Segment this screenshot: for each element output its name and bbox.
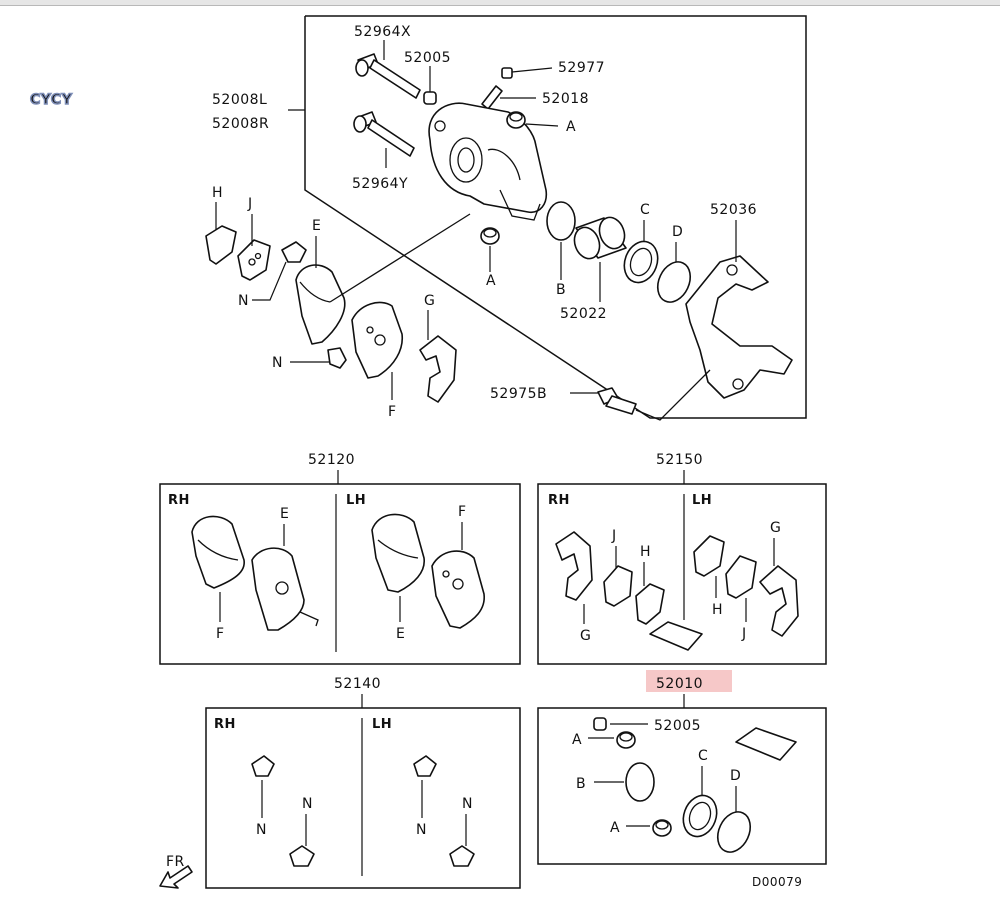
callout-n-lower: N	[272, 355, 283, 371]
fr-label: FR	[166, 854, 185, 870]
callout-52022: 52022	[560, 306, 607, 322]
callout-52008r: 52008R	[212, 116, 269, 132]
kit-52120-rh-label: RH	[168, 493, 190, 508]
grease-packet-shim-kit	[649, 621, 703, 651]
callout-d: D	[672, 224, 683, 240]
callout-52964x: 52964X	[354, 24, 411, 40]
kit-52140-n-rh2: N	[302, 796, 313, 812]
brake-pad-e	[295, 264, 346, 345]
callout-f-upper: F	[388, 404, 397, 420]
support-bolt-part	[597, 387, 637, 415]
svg-text:CYCY: CYCY	[30, 92, 73, 108]
diagram-code: D00079	[752, 875, 802, 889]
shim-j-upper	[237, 239, 271, 281]
bleeder-cap-part	[501, 67, 513, 79]
kit-52120-lh-label: LH	[346, 493, 366, 508]
callouts-main: 52964X 52005 52977 52018 A 52008L 52008R…	[212, 24, 757, 420]
kit-52140-lh-label: LH	[372, 717, 392, 732]
kit-52140-n-lh1: N	[416, 822, 427, 838]
window-top-edge	[0, 0, 1000, 6]
kit-52010-seals: 52010 52005 A B C D A	[537, 670, 827, 865]
caliper-body	[428, 102, 548, 221]
guide-pin-bolt-y	[353, 111, 415, 157]
kit-52120-f-lh: F	[458, 504, 467, 520]
dust-boot-a-lower	[480, 227, 500, 245]
kit-52010-d: D	[730, 768, 741, 784]
kit-52150-shims: 52150 RH LH G J H H J G	[537, 452, 827, 665]
caliper-support-bracket	[685, 255, 793, 399]
kit-52150-h-rh: H	[640, 544, 651, 560]
kit-52010-a-lower: A	[610, 820, 620, 836]
front-direction-arrow: FR	[159, 854, 193, 889]
callout-g-upper: G	[424, 293, 435, 309]
callout-52018: 52018	[542, 91, 589, 107]
callout-52036: 52036	[710, 202, 757, 218]
piston-part	[573, 216, 627, 260]
callout-j-upper: J	[247, 196, 253, 212]
kit-52140-clips: 52140 RH LH N N N N	[205, 676, 521, 889]
kit-52120-pads: 52120 RH LH F E E F	[159, 452, 521, 665]
kit-52150-rh-label: RH	[548, 493, 570, 508]
kit-52150-g-lh: G	[770, 520, 781, 536]
shim-h-upper	[205, 225, 237, 265]
callout-n-upper: N	[238, 293, 249, 309]
callout-h-upper: H	[212, 185, 223, 201]
kit-52010-highlight	[646, 670, 732, 692]
kit-52150-h-lh: H	[712, 602, 723, 618]
caliper-assembly-frame	[304, 15, 807, 419]
callout-52975b: 52975B	[490, 386, 547, 402]
boot-part	[423, 91, 437, 105]
kit-52010-b: B	[576, 776, 586, 792]
piston-boot-c	[623, 240, 659, 284]
pad-clip-n-lower	[327, 347, 347, 369]
callout-52964y: 52964Y	[352, 176, 408, 192]
kit-52140-label: 52140	[334, 676, 381, 692]
cycy-watermark: CYCY	[29, 91, 73, 109]
kit-52150-j-lh: J	[741, 626, 747, 642]
kit-52150-lh-label: LH	[692, 493, 712, 508]
callout-b: B	[556, 282, 566, 298]
callout-c: C	[640, 202, 650, 218]
kit-52010-a-upper: A	[572, 732, 582, 748]
callout-52008l: 52008L	[212, 92, 267, 108]
callout-a-upper: A	[566, 119, 576, 135]
kit-52010-c: C	[698, 748, 708, 764]
brake-pad-f	[351, 301, 403, 379]
ring-d	[656, 261, 692, 303]
kit-52120-e-rh: E	[280, 506, 289, 522]
callout-52005: 52005	[404, 50, 451, 66]
bleeder-screw-part	[481, 85, 503, 110]
kit-52140-rh-label: RH	[214, 717, 236, 732]
callout-e-upper: E	[312, 218, 321, 234]
kit-52010-label: 52010	[656, 676, 703, 692]
kit-52150-label: 52150	[656, 452, 703, 468]
kit-52150-g-rh: G	[580, 628, 591, 644]
piston-seal-b	[546, 201, 576, 241]
guide-pin-bolt-x	[355, 53, 421, 99]
kit-52140-n-lh2: N	[462, 796, 473, 812]
kit-52120-label: 52120	[308, 452, 355, 468]
pad-clip-n-upper	[281, 241, 307, 263]
shim-g-upper	[419, 335, 457, 403]
dust-boot-a-upper	[506, 111, 526, 129]
kit-52120-e-lh: E	[396, 626, 405, 642]
kit-52120-f-rh: F	[216, 626, 225, 642]
callout-52977: 52977	[558, 60, 605, 76]
kit-52150-j-rh: J	[611, 528, 617, 544]
kit-52010-52005-label: 52005	[654, 718, 701, 734]
callout-a-lower: A	[486, 273, 496, 289]
kit-52140-n-rh1: N	[256, 822, 267, 838]
